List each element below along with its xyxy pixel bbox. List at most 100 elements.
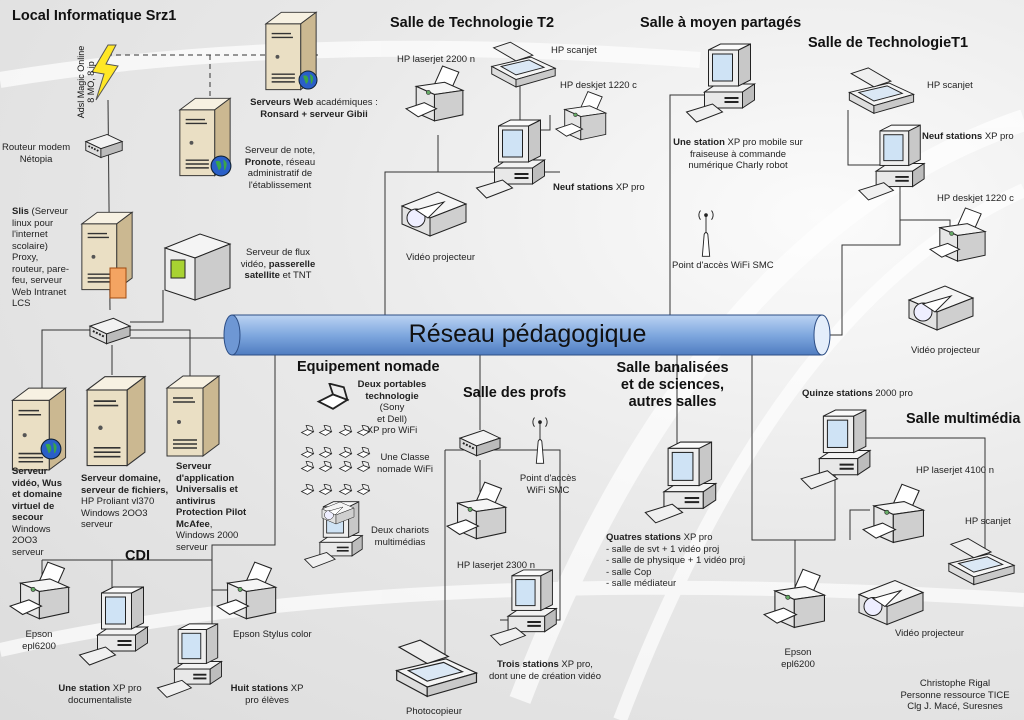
label-text: académiques : [313, 97, 378, 108]
label-bold: passerelle satellite [244, 258, 316, 282]
label-bold: Ronsard + serveur Gibii [260, 108, 368, 120]
domain-server-icon [86, 375, 146, 467]
label-text: XP pro élèves [245, 683, 304, 706]
label-bold: Quatres stations [606, 532, 681, 543]
label-text: XP pro [982, 131, 1014, 142]
scanner-icon [848, 67, 915, 114]
printer-icon [763, 568, 826, 629]
globe-icon [298, 70, 318, 90]
computer-icon [857, 124, 926, 201]
video-server-label: Serveur vidéo, Wus et domaine virtuel de… [12, 466, 62, 558]
section-title-cdi: CDI [125, 548, 150, 564]
label-bold: Neuf stations [922, 131, 983, 142]
projector-icon [908, 285, 974, 331]
printer-icon [862, 483, 925, 544]
printer-icon [9, 561, 70, 620]
label-text: XP pro, dont une de création vidéo [489, 659, 601, 682]
multimedia-scanjet-label: HP scanjet [965, 516, 1011, 527]
router-label: Routeur modem Nétopia [2, 142, 70, 165]
t1-deskjet-label: HP deskjet 1220 c [937, 193, 1014, 204]
app-server-label: Serveur d'application Universalis et ant… [176, 461, 246, 553]
author-credit: Christophe Rigal Personne ressource TICE… [900, 678, 1010, 712]
note-server-label: Serveur de note, Pronote, réseau adminis… [240, 145, 320, 191]
printer-icon [446, 481, 507, 540]
computer-icon [475, 118, 546, 200]
multimedia-stations-label: Quinze stations 2000 pro [802, 388, 913, 400]
label-text: Windows 2OO3 serveur [12, 523, 51, 558]
t1-projector-label: Vidéo projecteur [911, 345, 981, 356]
laserjet-2300-label: HP laserjet 2300 n [457, 560, 535, 571]
label-bold: Trois stations [497, 659, 559, 670]
banalisees-stations-label: Quatres stations XP pro - salle de svt +… [606, 532, 745, 590]
section-title-t1: Salle de TechnologieT1 [808, 35, 969, 51]
profs-ap-label: Point d'accès WiFi SMC [519, 473, 577, 496]
deskjet-label: HP deskjet 1220 c [560, 80, 637, 91]
section-title-local: Local Informatique Srz1 [12, 8, 177, 24]
profs-stations-label: Trois stations XP pro, dont une de créat… [480, 659, 610, 682]
section-title-banalisees: Salle banalisées et de sciences, autres … [616, 360, 729, 410]
t2-stations-label: Neuf stations XP pro [553, 182, 645, 194]
computer-icon [799, 408, 872, 491]
label-text: XP pro - salle de svt + 1 vidéo proj - s… [606, 532, 746, 589]
epson-epl6200-label: Epson epl6200 [22, 629, 56, 652]
video-flux-label: Serveur de flux vidéo, passerelle satell… [238, 247, 318, 282]
label-text: et TNT [279, 270, 312, 281]
app-server-icon [166, 375, 220, 457]
domain-server-label: Serveur domaine, serveur de fichiers, HP… [81, 473, 168, 531]
label-bold: Serveur domaine, serveur de fichiers, [81, 473, 169, 496]
section-title-shared: Salle à moyen partagés [640, 15, 802, 31]
printer-icon [405, 65, 464, 122]
scanner-icon [948, 538, 1015, 586]
label-text: HP Proliant vl370 Windows 2OO3 serveur [81, 496, 155, 530]
label-bold: Slis [12, 206, 29, 217]
epson-stylus-label: Epson Stylus color [233, 629, 312, 640]
label-text: Serveur de note, [244, 145, 316, 156]
label-text: XP pro documentaliste [68, 683, 142, 706]
slis-label: Slis (Serveur linux pour l'internet scol… [12, 206, 69, 310]
photocopier-label: Photocopieur [406, 706, 462, 717]
label-text: Serveur de flux vidéo, [240, 247, 310, 270]
video-stream-server-icon [163, 233, 232, 301]
section-title-nomade: Equipement nomade [297, 359, 440, 375]
switch-icon [458, 429, 502, 457]
chariots-label: Deux chariots multimédias [370, 525, 430, 548]
label-bold: Une station [58, 683, 111, 694]
charly-robot-station-label: Une station XP pro mobile sur fraiseuse … [668, 137, 808, 172]
laserjet-4100-label: HP laserjet 4100 n [916, 465, 994, 476]
web-servers-label: Serveurs Web académiques :Ronsard + serv… [244, 97, 384, 120]
label-text: XP pro mobile sur fraiseuse à commande n… [688, 137, 803, 171]
switch-icon [88, 317, 132, 345]
section-title-multimedia: Salle multimédia [906, 411, 1021, 427]
label-text: (Serveur linux pour l'internet scolaire)… [12, 206, 70, 309]
label-bold: Huit stations [230, 683, 289, 694]
computer-icon [643, 440, 718, 525]
projector-icon [401, 191, 467, 237]
multimedia-projector-label: Vidéo projecteur [895, 628, 965, 639]
label-bold: Neuf stations [553, 182, 614, 193]
section-title-t2: Salle de Technologie T2 [390, 15, 555, 31]
globe-icon [210, 155, 232, 177]
multimedia-epson-label: Epson epl6200 [781, 647, 815, 670]
wifi-access-point-icon [698, 210, 714, 257]
label-bold: Une station [673, 137, 725, 148]
laptops-label: Deux portables technologie (Sony et Dell… [352, 379, 432, 437]
network-backbone-pipe [223, 314, 831, 356]
printer-icon [555, 91, 607, 141]
label-bold: Pronote [244, 156, 281, 168]
globe-icon [40, 438, 62, 460]
wifi-ap-label: Point d'accès WiFi SMC [672, 260, 774, 271]
label-bold: Serveur vidéo, Wus et domaine virtuel de… [12, 466, 63, 523]
label-bold: Quinze stations [802, 388, 873, 399]
label-text: 2000 pro [872, 388, 913, 399]
label-text: , réseau administratif de l'établissemen… [247, 156, 316, 191]
documentalist-station-label: Une station XP pro documentaliste [45, 683, 155, 706]
wifi-access-point-icon [532, 417, 548, 464]
label-bold: Serveur d'application Universalis et ant… [176, 461, 247, 530]
label-bold: Deux portables technologie [357, 379, 427, 402]
projector-label: Vidéo projecteur [406, 252, 476, 263]
label-text: XP pro [613, 182, 645, 193]
network-backbone-label: Réseau pédagogique [408, 320, 647, 348]
video-server-icon [11, 387, 67, 471]
router-label-text: Routeur modem Nétopia [2, 142, 71, 165]
